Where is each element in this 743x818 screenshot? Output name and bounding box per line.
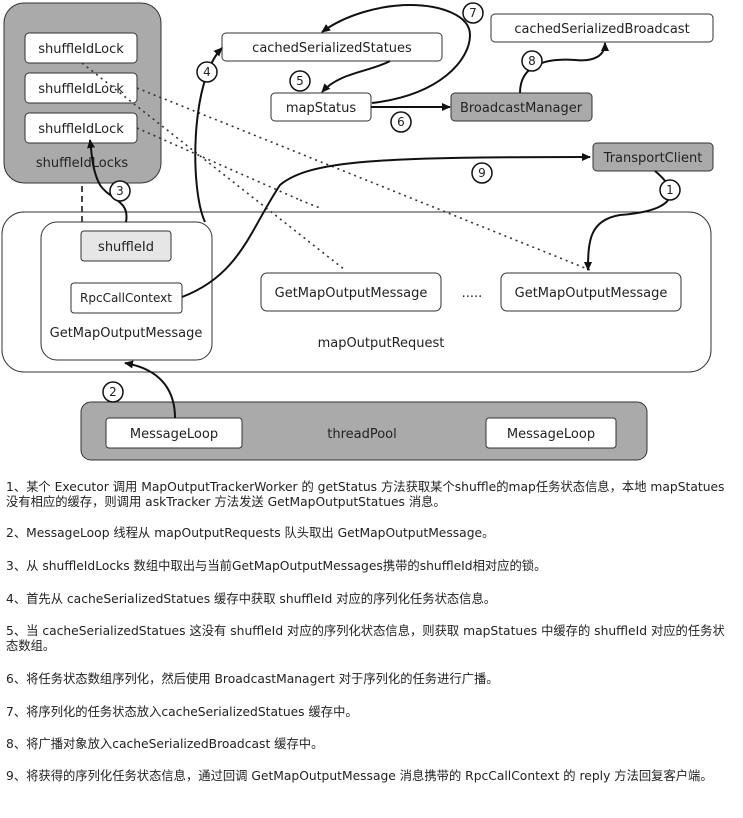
note-5: 5、当 cacheSerializedStatues 这没有 shuffleId… [6,624,725,653]
get-map-output-message-2-box [260,272,442,312]
get-map-output-message-3-box [500,272,682,312]
shuffle-id-locks-group: shuffleIdLock shuffleIdLock shuffleIdLoc… [3,2,162,184]
arrow-7 [321,3,472,104]
transport-client-box [592,142,714,172]
step-5: 5 [296,74,304,88]
shuffle-id-lock-2-label: shuffleIdLock [38,82,124,97]
arrow-3 [87,139,128,223]
thread-pool-label: threadPool [327,427,397,442]
get-map-output-message-3-label: GetMapOutputMessage [515,286,668,301]
shuffle-id-lock-1 [24,32,138,64]
message-loop-left-label: MessageLoop [130,427,218,442]
flow-diagram: shuffleIdLock shuffleIdLock shuffleIdLoc… [1,2,714,461]
arrow-9 [181,153,591,298]
cached-serialized-broadcast-label: cachedSerializedBroadcast [514,22,689,37]
cached-serialized-statues-box [221,32,443,62]
broadcast-manager-label: BroadcastManager [460,101,583,116]
note-6: 6、将任务状态数组序列化，然后使用 BroadcastManagert 对于序列… [6,672,499,686]
cached-serialized-broadcast-box [490,13,714,43]
note-7: 7、将序列化的任务状态放入cacheSerializedStatues 缓存中。 [6,705,358,719]
message-loop-right-box [485,417,617,449]
step-markers: 1 2 3 4 5 6 7 8 9 [102,2,681,403]
rpc-call-context-box [70,282,183,314]
step-6: 6 [397,115,405,129]
step-3: 3 [116,184,124,198]
step-4: 4 [203,65,211,79]
step-9: 9 [478,166,486,180]
note-8: 8、将广播对象放入cacheSerializedBroadcast 缓存中。 [6,737,324,751]
note-9: 9、将获得的序列化任务状态信息，通过回调 GetMapOutputMessage… [6,769,713,783]
step-7: 7 [469,6,477,20]
rpc-call-context-label: RpcCallContext [80,291,172,305]
step-8: 8 [528,54,536,68]
queue-ellipsis: ..... [462,286,483,301]
note-4: 4、首先从 cacheSerializedStatues 缓存中获取 shuff… [6,592,497,606]
shuffle-id-box [80,230,172,262]
note-1: 1、某个 Executor 调用 MapOutputTrackerWorker … [6,480,725,509]
shuffle-id-lock-3-label: shuffleIdLock [38,122,124,137]
arrow-8 [519,42,609,94]
shuffle-id-locks-label: shuffleIdLocks [36,156,129,171]
message-loop-right-label: MessageLoop [507,427,595,442]
shuffle-id-label: shuffleId [98,240,154,255]
dotted-links [81,62,591,271]
map-output-request-label: mapOutputRequest [318,336,445,351]
step-1: 1 [666,183,674,197]
note-3: 3、从 shuffleIdLocks 数组中取出与当前GetMapOutputM… [6,559,547,573]
arrow-5 [321,60,391,93]
arrow-2 [124,360,176,419]
cached-serialized-statues-label: cachedSerializedStatues [252,41,412,56]
transport-client-label: TransportClient [603,151,703,166]
get-map-output-message-2-label: GetMapOutputMessage [275,286,428,301]
get-map-output-message-1-label: GetMapOutputMessage [50,326,203,341]
broadcast-manager-box [450,92,593,122]
flow-arrows [87,3,672,419]
map-status-label: mapStatus [286,101,357,116]
step-2: 2 [109,385,117,399]
shuffle-id-lock-1-label: shuffleIdLock [38,42,124,57]
note-2: 2、MessageLoop 线程从 mapOutputRequests 队头取出… [6,526,495,540]
